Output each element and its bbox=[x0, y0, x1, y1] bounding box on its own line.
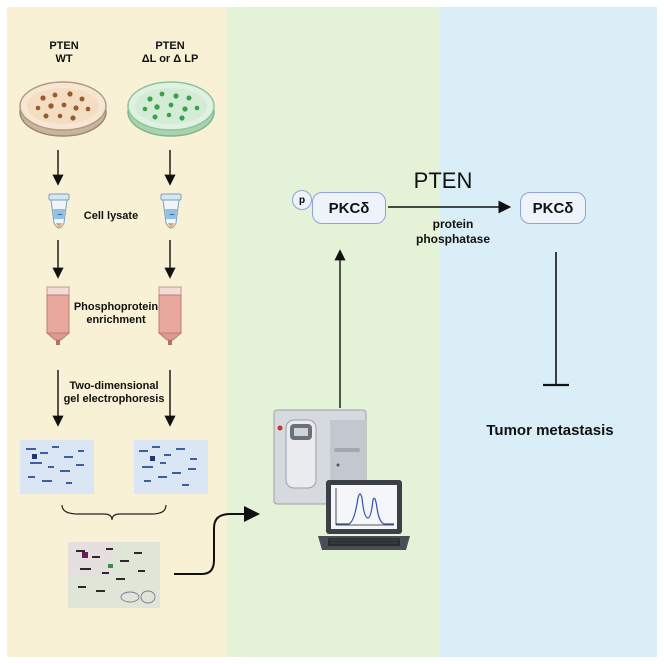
mutant-label-line2: ΔL or Δ LP bbox=[141, 53, 199, 65]
enrichment-column-wt-icon bbox=[45, 286, 71, 345]
electrophoresis-label-line1: Two-dimensional bbox=[69, 380, 159, 392]
petri-dish-mutant-icon bbox=[127, 81, 215, 137]
mutant-label: PTEN ΔL or Δ LP bbox=[130, 40, 210, 66]
pten-label: PTEN bbox=[413, 168, 473, 193]
gel-mutant-icon bbox=[134, 440, 208, 494]
gel-wt-icon bbox=[20, 440, 94, 494]
pkc-delta-dephosphorylated: PKCδ bbox=[520, 192, 586, 224]
panel-mechanism bbox=[440, 7, 657, 657]
tube-mutant-icon: ~ bbox=[160, 193, 182, 229]
enrichment-label-line1: Phosphoprotein bbox=[73, 301, 159, 313]
cell-lysate-label: Cell lysate bbox=[83, 210, 139, 222]
phosphatase-label-line1: protein bbox=[432, 217, 474, 231]
enrichment-label-line2: enrichment bbox=[86, 314, 146, 326]
svg-text:~: ~ bbox=[169, 211, 175, 219]
wt-label-line2: WT bbox=[55, 53, 73, 65]
tumor-metastasis-label: Tumor metastasis bbox=[486, 422, 614, 439]
wt-label: PTEN WT bbox=[34, 40, 94, 66]
phosphatase-label: protein phosphatase bbox=[408, 217, 498, 247]
enrichment-column-mutant-icon bbox=[157, 286, 183, 345]
petri-dish-wt-icon bbox=[19, 81, 107, 137]
mutant-label-line1: PTEN bbox=[155, 40, 185, 52]
phospho-badge: p bbox=[292, 190, 312, 210]
pkc-delta-phosphorylated: PKCδ bbox=[312, 192, 386, 224]
svg-text:~: ~ bbox=[57, 211, 63, 219]
phosphatase-label-line2: phosphatase bbox=[415, 232, 490, 246]
merged-gel-icon bbox=[68, 542, 160, 608]
electrophoresis-label-line2: gel electrophoresis bbox=[63, 393, 165, 405]
tube-wt-icon: ~ bbox=[48, 193, 70, 229]
wt-label-line1: PTEN bbox=[49, 40, 79, 52]
laptop-icon bbox=[318, 480, 410, 550]
electrophoresis-label: Two-dimensional gel electrophoresis bbox=[56, 380, 172, 406]
enrichment-label: Phosphoprotein enrichment bbox=[68, 301, 164, 327]
